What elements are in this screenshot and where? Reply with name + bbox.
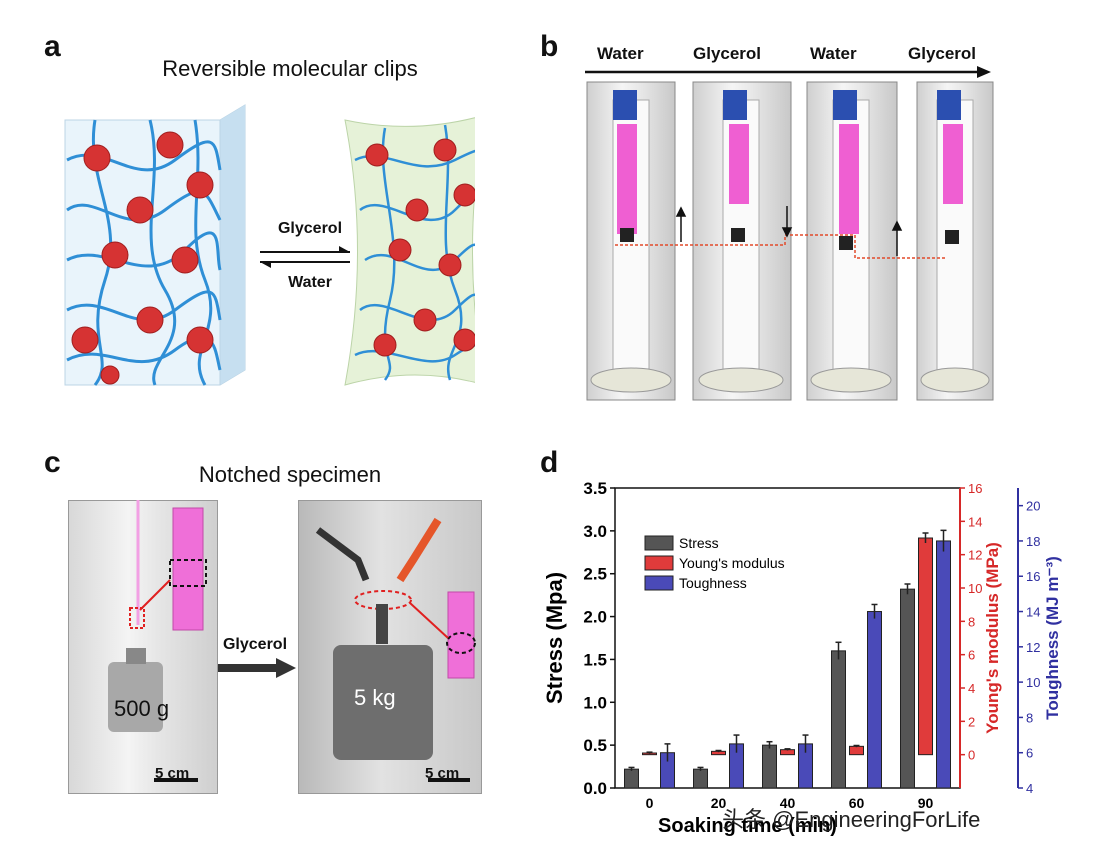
bar bbox=[849, 745, 864, 756]
watermark: 头条 @EngineeringForLife bbox=[722, 807, 981, 832]
left-axis-tick-label: 1.5 bbox=[583, 650, 607, 669]
right-axis-2-tick-label: 18 bbox=[1026, 534, 1040, 549]
legend-swatch bbox=[644, 535, 674, 551]
bar bbox=[936, 540, 951, 789]
weight-label-5kg: 5 kg bbox=[354, 685, 396, 710]
cylinder-photo-3 bbox=[806, 81, 898, 401]
left-axis-tick-label: 0.0 bbox=[583, 779, 607, 798]
legend-swatch bbox=[644, 555, 674, 571]
weight-label-500g: 500 g bbox=[114, 696, 170, 721]
bar bbox=[624, 768, 639, 789]
left-axis-tick-label: 2.0 bbox=[583, 608, 607, 627]
left-axis-tick-label: 2.5 bbox=[583, 565, 607, 584]
right-axis-1-tick-label: 0 bbox=[968, 748, 975, 763]
panel-a-letter: a bbox=[44, 30, 61, 63]
left-axis-tick-label: 3.5 bbox=[583, 479, 607, 498]
right-axis-1-tick-label: 16 bbox=[968, 481, 982, 496]
cylinder-photos bbox=[586, 81, 994, 401]
bar bbox=[900, 588, 915, 789]
panel-b-letter: b bbox=[540, 30, 559, 63]
left-axis-tick-label: 3.0 bbox=[583, 522, 607, 541]
hydrogel-diagram bbox=[64, 104, 475, 386]
reversible-arrows bbox=[260, 246, 350, 268]
panel-d-letter: d bbox=[540, 446, 559, 479]
left-axis-tick-label: 0.5 bbox=[583, 736, 607, 755]
glycerol-transform-arrow bbox=[218, 658, 296, 678]
sequence-step-2: Glycerol bbox=[693, 44, 762, 63]
sequence-step-4: Glycerol bbox=[908, 44, 977, 63]
reverse-label: Water bbox=[288, 274, 332, 291]
panel-c-arrow-label: Glycerol bbox=[222, 636, 288, 653]
bar-chart: 0.0 0.5 1.0 1.5 2.0 2.5 3.0 3.5 0 2 4 6 8 10 12 14 16 4 6 8… bbox=[542, 479, 1062, 837]
bar bbox=[831, 650, 846, 789]
right-axis-2-tick-label: 16 bbox=[1026, 569, 1040, 584]
sequence-step-3: Water bbox=[810, 44, 857, 63]
legend-label: Young's modulus bbox=[679, 555, 785, 571]
right-axis-1-title: Young's modulus (MPa) bbox=[983, 542, 1002, 734]
legend-label: Stress bbox=[679, 535, 719, 551]
sequence-arrow bbox=[585, 66, 991, 78]
scale-bar-left: 5 cm bbox=[155, 765, 190, 782]
forward-label: Glycerol bbox=[277, 220, 343, 237]
x-axis-tick-label: 40 bbox=[780, 795, 796, 811]
x-axis-tick-label: 60 bbox=[849, 795, 865, 811]
panel-a-title: Reversible molecular clips bbox=[162, 56, 418, 81]
left-axis-tick-label: 1.0 bbox=[583, 693, 607, 712]
sequence-step-1: Water bbox=[597, 44, 644, 63]
scale-bar-right: 5 cm bbox=[425, 765, 460, 782]
cylinder-photo-4 bbox=[916, 81, 994, 401]
photo-5kg-drawing bbox=[315, 517, 476, 782]
bar bbox=[918, 537, 933, 756]
cylinder-photo-1 bbox=[586, 81, 676, 401]
x-axis-tick-label: 0 bbox=[646, 795, 654, 811]
hydrogel-block-shrunk bbox=[344, 117, 475, 386]
left-axis-title: Stress (Mpa) bbox=[542, 572, 567, 704]
right-axis-2-tick-label: 10 bbox=[1026, 675, 1040, 690]
right-axis-1-tick-label: 4 bbox=[968, 681, 975, 696]
panel-c-letter: c bbox=[44, 446, 61, 479]
right-axis-2-tick-label: 12 bbox=[1026, 640, 1040, 655]
right-axis-2-tick-label: 14 bbox=[1026, 605, 1040, 620]
right-axis-1-tick-label: 8 bbox=[968, 614, 975, 629]
right-axis-2-tick-label: 8 bbox=[1026, 710, 1033, 725]
legend-swatch bbox=[644, 575, 674, 591]
right-axis-1-tick-label: 2 bbox=[968, 714, 975, 729]
x-axis-tick-label: 90 bbox=[918, 795, 934, 811]
cylinder-photo-2 bbox=[692, 81, 792, 401]
right-axis-2-tick-label: 6 bbox=[1026, 746, 1033, 761]
panel-c-title: Notched specimen bbox=[198, 462, 382, 487]
bar bbox=[762, 744, 777, 789]
right-axis-2-title: Toughness (MJ m⁻³) bbox=[1043, 556, 1062, 720]
right-axis-1-tick-label: 6 bbox=[968, 648, 975, 663]
x-axis-tick-label: 20 bbox=[711, 795, 727, 811]
x-axis-title: Soaking time (min) bbox=[658, 815, 837, 837]
photo-500g-drawing bbox=[108, 500, 207, 782]
hydrogel-block-original bbox=[64, 104, 246, 386]
bar bbox=[867, 611, 882, 789]
bar bbox=[693, 768, 708, 789]
legend-label: Toughness bbox=[679, 575, 747, 591]
right-axis-1-tick-label: 10 bbox=[968, 581, 982, 596]
right-axis-2-tick-label: 4 bbox=[1026, 781, 1033, 796]
right-axis-1-tick-label: 12 bbox=[968, 548, 982, 563]
right-axis-2-tick-label: 20 bbox=[1026, 499, 1040, 514]
right-axis-1-tick-label: 14 bbox=[968, 514, 982, 529]
